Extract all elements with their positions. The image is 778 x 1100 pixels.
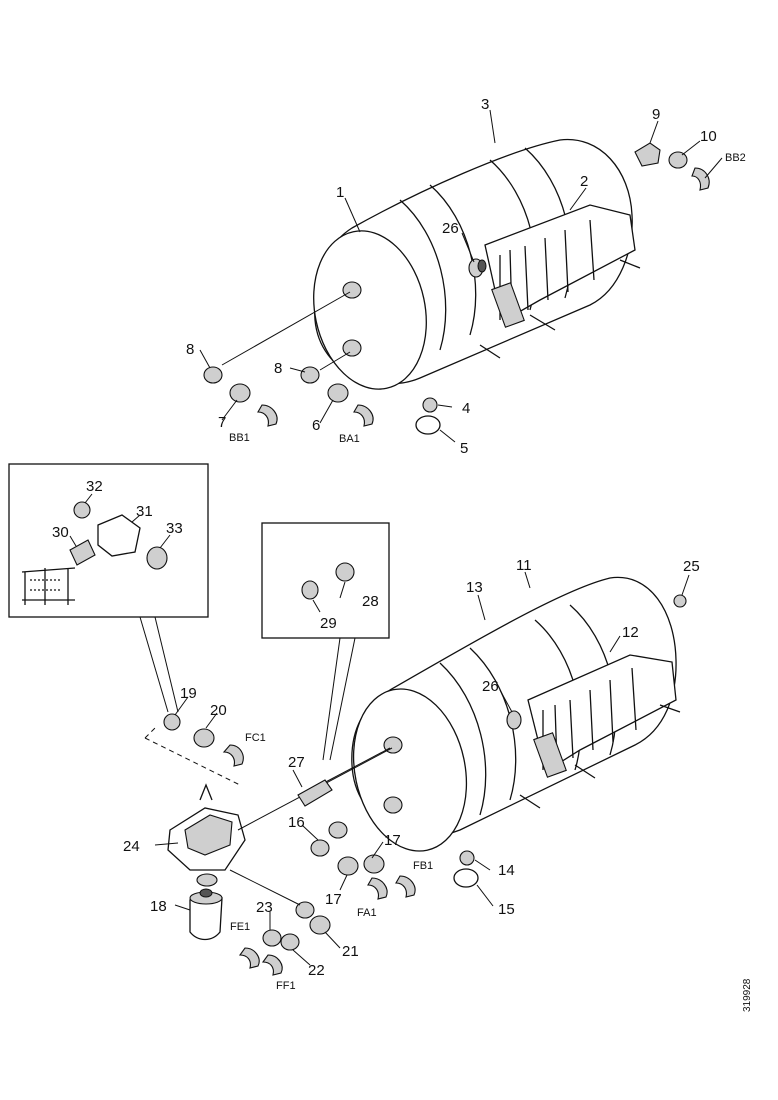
callout-32: 32 (86, 478, 103, 495)
figure-id: 319928 (742, 978, 753, 1012)
callout-31: 31 (136, 503, 153, 520)
callout-6: 6 (312, 417, 320, 434)
upper-air-tank (203, 138, 710, 435)
callout-16: 16 (288, 814, 305, 831)
callout-7: 7 (218, 414, 226, 431)
callout-8-right: 8 (274, 360, 282, 377)
callout-26-lower: 26 (482, 678, 499, 695)
callout-3: 3 (481, 96, 489, 113)
callout-10: 10 (700, 128, 717, 145)
callout-21: 21 (342, 943, 359, 960)
callout-2: 2 (580, 173, 588, 190)
connection-fe1: FE1 (230, 921, 250, 933)
callout-28: 28 (362, 593, 379, 610)
callout-20: 20 (210, 702, 227, 719)
callout-23: 23 (256, 899, 273, 916)
callout-29: 29 (320, 615, 337, 632)
callout-14: 14 (498, 862, 515, 879)
callout-18: 18 (150, 898, 167, 915)
callout-8-left: 8 (186, 341, 194, 358)
callout-9: 9 (652, 106, 660, 123)
connection-ba1: BA1 (339, 433, 360, 445)
callout-11: 11 (516, 557, 532, 574)
callout-4: 4 (462, 400, 470, 417)
callout-22: 22 (308, 962, 325, 979)
connection-bb1: BB1 (229, 432, 250, 444)
relay-valve-group (144, 713, 393, 976)
detail-box-right (261, 522, 390, 761)
callout-17-lower: 17 (325, 891, 342, 908)
callout-13: 13 (466, 579, 483, 596)
connection-bb2: BB2 (725, 152, 746, 164)
callout-24: 24 (123, 838, 140, 855)
connection-ff1: FF1 (276, 980, 296, 992)
callout-26-upper: 26 (442, 220, 459, 237)
callout-5: 5 (460, 440, 468, 457)
detail-box-left (8, 463, 209, 713)
callout-25: 25 (683, 558, 700, 575)
callout-27: 27 (288, 754, 305, 771)
callout-33: 33 (166, 520, 183, 537)
callout-17-upper: 17 (384, 832, 401, 849)
callout-1: 1 (336, 184, 344, 201)
callout-30: 30 (52, 524, 69, 541)
callout-15: 15 (498, 901, 515, 918)
callout-12: 12 (622, 624, 639, 641)
connection-fb1-right: FB1 (413, 860, 433, 872)
callout-19: 19 (180, 685, 197, 702)
part-callouts: 3 9 10 BB2 2 1 26 8 8 7 BB1 6 BA1 4 5 32… (52, 96, 746, 992)
connection-fa1: FA1 (357, 907, 377, 919)
lower-air-tank (310, 576, 687, 900)
leader-lines (69, 109, 723, 966)
connection-fc1: FC1 (245, 732, 266, 744)
